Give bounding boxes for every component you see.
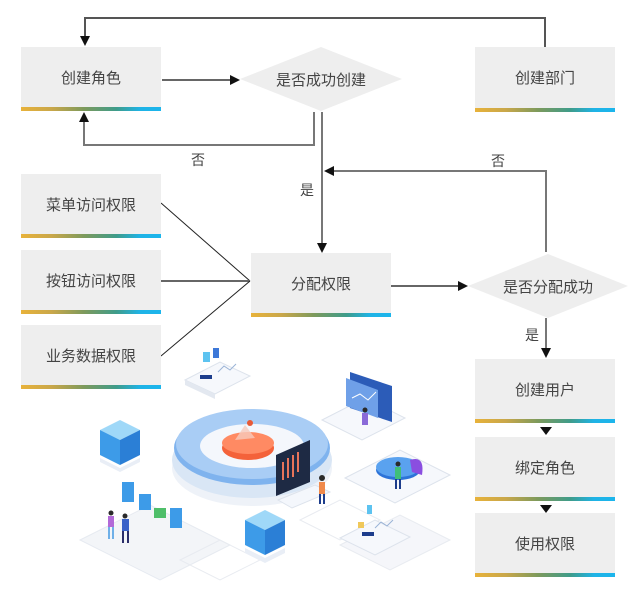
gradient-bar	[21, 107, 161, 111]
gradient-bar	[475, 573, 615, 577]
node-label: 创建部门	[514, 69, 575, 87]
node-create-role: 创建角色	[21, 47, 161, 111]
gradient-bar	[21, 310, 161, 314]
gradient-bar	[475, 419, 615, 423]
edge-assign-no	[324, 166, 547, 252]
arrow-user-to-bind	[540, 427, 552, 435]
arrow-bind-to-use	[540, 505, 552, 513]
node-label: 创建角色	[60, 68, 121, 87]
node-create-dept: 创建部门	[475, 47, 615, 112]
node-label: 是否成功创建	[275, 70, 366, 89]
edge-label-create-no: 否	[191, 153, 205, 169]
edge-label-create-yes: 是	[300, 183, 314, 199]
node-label: 创建用户	[514, 380, 575, 399]
gradient-bar	[21, 234, 161, 238]
node-label: 业务数据权限	[45, 346, 136, 365]
node-label: 是否分配成功	[502, 277, 593, 296]
node-label: 菜单访问权限	[45, 195, 136, 214]
node-label: 分配权限	[290, 274, 351, 293]
node-label: 使用权限	[514, 534, 575, 553]
node-use-permission: 使用权限	[475, 513, 615, 577]
node-data-permission: 业务数据权限	[21, 325, 161, 389]
decision-assign-success: 是否分配成功	[468, 254, 628, 318]
gradient-bar	[475, 497, 615, 501]
node-bind-role: 绑定角色	[475, 437, 615, 501]
gradient-bar	[251, 313, 391, 317]
edge-create-no	[79, 112, 315, 146]
decision-create-success: 是否成功创建	[240, 47, 402, 111]
edge-menu-to-assign	[160, 202, 251, 282]
node-menu-permission: 菜单访问权限	[21, 174, 161, 238]
node-button-permission: 按钮访问权限	[21, 250, 161, 314]
edge-data-to-assign	[160, 280, 251, 357]
edge-label-assign-yes: 是	[525, 328, 539, 344]
gradient-bar	[21, 385, 161, 389]
gradient-bar	[475, 108, 615, 112]
edge-dept-to-role	[80, 17, 546, 47]
node-create-user: 创建用户	[475, 359, 615, 423]
node-label: 按钮访问权限	[45, 271, 136, 290]
node-assign-permission: 分配权限	[251, 253, 391, 317]
edge-label-assign-no: 否	[491, 154, 505, 170]
node-label: 绑定角色	[514, 458, 575, 477]
